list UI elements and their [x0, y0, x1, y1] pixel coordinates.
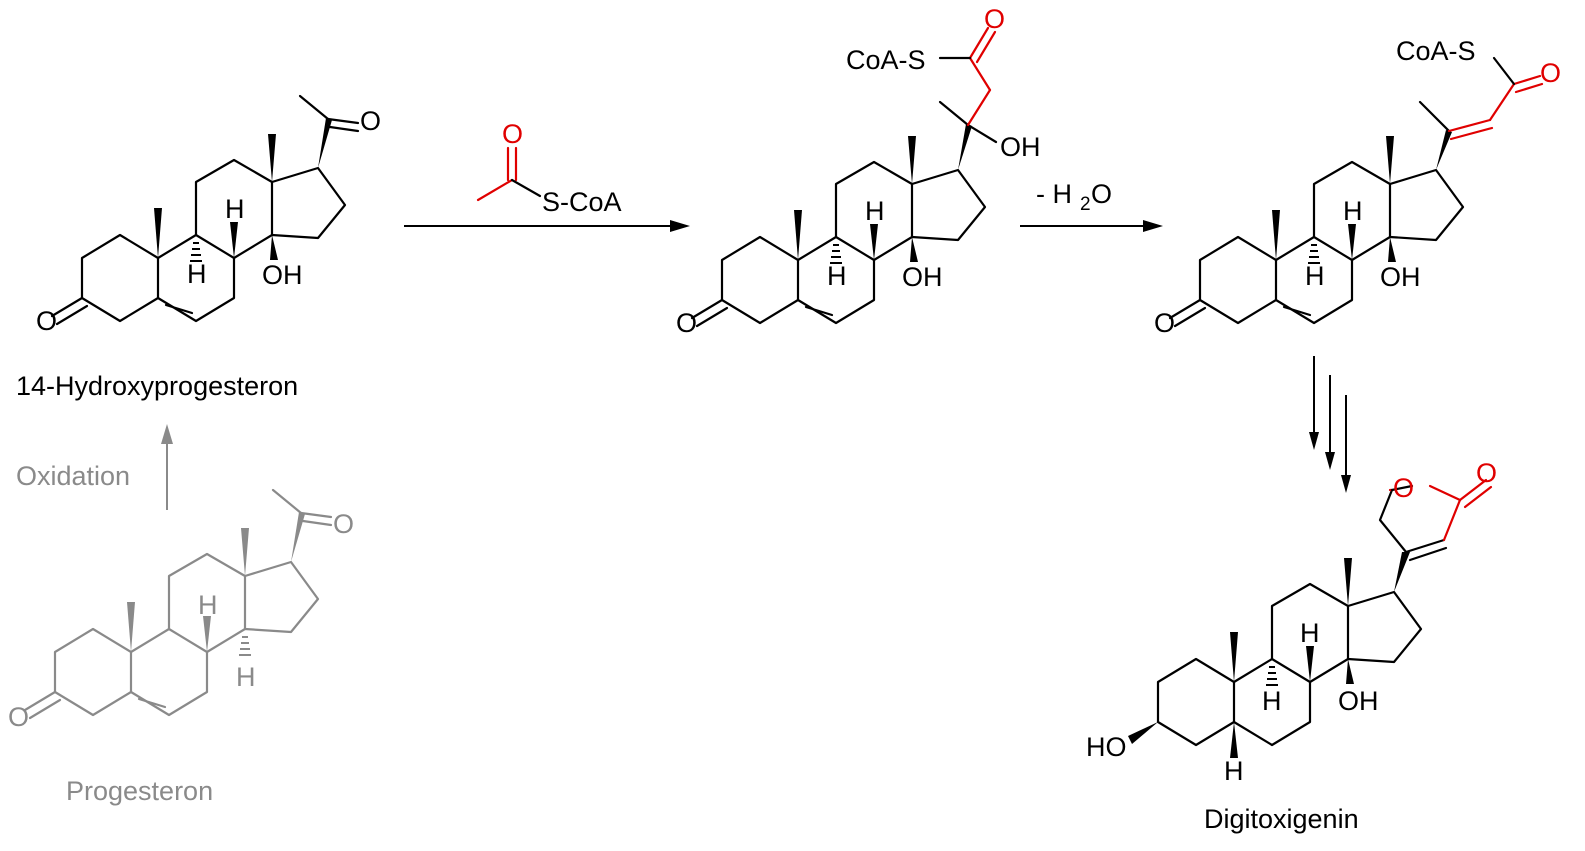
lactone-ring-oxygen-label: O — [1393, 473, 1414, 503]
molecule-aldol-adduct: O O CoA-S OH H H OH — [676, 4, 1041, 338]
s-coa-label: S-CoA — [542, 187, 622, 217]
carbonyl-oxygen-label: O — [1154, 308, 1175, 338]
hydroxyl-label: OH — [262, 260, 303, 290]
lactone-carbonyl-oxygen-label: O — [1476, 458, 1497, 488]
hydrogen-label: H — [1224, 756, 1244, 786]
molecule-progesterone: O O H H — [8, 488, 354, 732]
carbonyl-oxygen-label: O — [676, 308, 697, 338]
multistep-arrows — [1309, 356, 1351, 493]
hydroxyl-label: OH — [902, 262, 943, 292]
hydroxyl-label: OH — [1000, 132, 1041, 162]
ketone-oxygen-label: O — [360, 106, 381, 136]
carbonyl-oxygen-label: O — [36, 306, 57, 336]
thioester-oxygen-label: O — [1540, 58, 1561, 88]
dehydration-arrow — [1020, 220, 1163, 232]
carbonyl-oxygen-label: O — [8, 702, 29, 732]
water-oxygen-label: O — [1091, 179, 1112, 209]
hydrogen-label: H — [1343, 196, 1363, 226]
molecule-digitoxigenin: O O HO H H H OH — [1086, 458, 1497, 786]
ketone-oxygen-label: O — [333, 509, 354, 539]
hydroxyl-label: HO — [1086, 732, 1127, 762]
compound-name-digitoxigenin: Digitoxigenin — [1204, 804, 1359, 834]
hydrogen-label: H — [865, 196, 885, 226]
water-subscript-label: 2 — [1080, 194, 1091, 215]
hydroxyl-label: OH — [1338, 686, 1379, 716]
hydrogen-label: H — [1262, 686, 1282, 716]
compound-name-progesterone: Progesteron — [66, 776, 213, 806]
water-loss-label: - H 2 O — [1036, 179, 1112, 215]
hydrogen-label: H — [187, 259, 207, 289]
hydrogen-label: H — [236, 662, 256, 692]
molecule-unsaturated-thioester: O O CoA-S H H OH — [1154, 36, 1561, 338]
coa-s-label: CoA-S — [1396, 36, 1476, 66]
thioester-oxygen-label: O — [984, 4, 1005, 34]
hydroxyl-label: OH — [1380, 262, 1421, 292]
oxidation-arrow — [161, 424, 173, 510]
hydrogen-label: H — [827, 261, 847, 291]
acetyl-coa-reagent: O S-CoA — [476, 119, 622, 217]
molecule-14-hydroxyprogesterone: O O H H OH — [36, 94, 381, 336]
hydrogen-label: H — [198, 590, 218, 620]
coa-s-label: CoA-S — [846, 45, 926, 75]
hydrogen-label: H — [1300, 618, 1320, 648]
reaction-arrow-1 — [404, 220, 690, 232]
oxidation-label: Oxidation — [16, 461, 130, 491]
hydrogen-label: H — [225, 194, 245, 224]
compound-name-14-hydroxyprogesterone: 14-Hydroxyprogesteron — [16, 371, 298, 401]
acetyl-oxygen-label: O — [502, 119, 523, 149]
water-minus-label: - H — [1036, 179, 1072, 209]
hydrogen-label: H — [1305, 261, 1325, 291]
